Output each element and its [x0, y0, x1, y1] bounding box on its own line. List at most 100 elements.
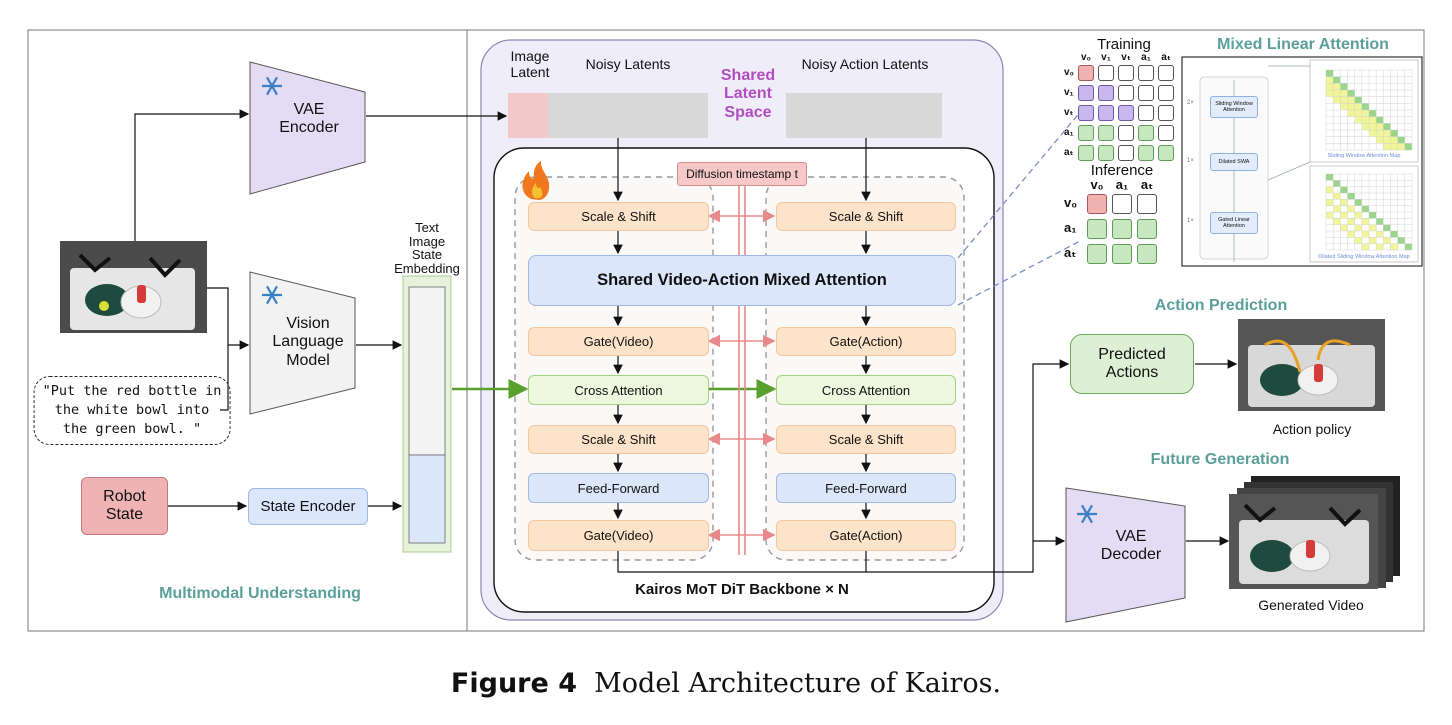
attention-map-cell: [1361, 218, 1369, 225]
mask-cell: [1158, 85, 1174, 101]
attention-map-cell: [1326, 90, 1334, 97]
attention-map-cell: [1376, 218, 1384, 225]
mask-cell: [1158, 125, 1174, 141]
attention-map-cell: [1383, 123, 1391, 130]
mask-row-label: aₜ: [1064, 147, 1074, 158]
attention-map-cell: [1340, 83, 1348, 90]
mask-cell: [1098, 65, 1114, 81]
mask-col-label: a₁: [1141, 52, 1151, 63]
mask-cell: [1098, 85, 1114, 101]
mask-cell: [1098, 145, 1114, 161]
attention-map-cell: [1390, 136, 1398, 144]
image-latent-bar: [508, 93, 548, 138]
mask-cell: [1118, 125, 1134, 141]
mla-multiplier-1: 2×: [1187, 100, 1194, 106]
mask-cell: [1118, 65, 1134, 81]
embedding-label: Text Image State Embedding: [394, 220, 460, 276]
generated-video-stack: [1229, 476, 1400, 589]
attention-map-cell: [1369, 212, 1377, 219]
attention-map-cell: [1404, 143, 1412, 150]
attention-map-cell: [1347, 231, 1355, 238]
mask-cell: [1087, 244, 1107, 264]
noisy-action-bar: [786, 93, 942, 138]
dilated-sliding-window-map: [1325, 173, 1413, 251]
mask-cell: [1137, 194, 1157, 214]
multimodal-section-label: Multimodal Understanding: [159, 585, 361, 602]
mask-cell: [1158, 145, 1174, 161]
attention-map-cell: [1347, 193, 1355, 200]
mla-map1-caption: Sliding Window Attention Map: [1327, 153, 1401, 159]
attention-map-cell: [1340, 212, 1348, 219]
attention-map-cell: [1369, 237, 1377, 244]
generated-video-label: Generated Video: [1258, 597, 1364, 613]
attention-map-cell: [1354, 224, 1362, 231]
state-encoder-box: State Encoder: [248, 488, 368, 525]
action-gate-2: Gate(Action): [776, 520, 956, 551]
fire-icon: [522, 161, 550, 200]
video-gate-2: Gate(Video): [528, 520, 709, 551]
attention-map-cell: [1361, 123, 1369, 130]
attention-map-cell: [1390, 130, 1398, 137]
action-policy-label: Action policy: [1272, 421, 1352, 437]
mask-cell: [1078, 65, 1094, 81]
attention-map-cell: [1326, 212, 1334, 219]
attention-map-cell: [1340, 96, 1348, 104]
attention-map-cell: [1354, 103, 1362, 110]
attention-map-cell: [1333, 96, 1341, 104]
action-policy-image: [1238, 319, 1385, 411]
attention-map-cell: [1361, 116, 1369, 124]
action-prediction-title: Action Prediction: [1154, 297, 1288, 314]
mask-cell: [1138, 85, 1154, 101]
mla-gated-linear-block: Gated Linear Attention: [1210, 212, 1258, 234]
attention-map-cell: [1333, 205, 1341, 212]
predicted-actions-box: Predicted Actions: [1070, 334, 1194, 394]
noisy-latents-bar: [548, 93, 708, 138]
training-title: Training: [1097, 36, 1151, 53]
robot-state-label: Robot State: [103, 488, 146, 523]
attention-map-cell: [1383, 224, 1391, 231]
image-latent-label: Image Latent: [510, 48, 550, 81]
snowflake-icon: [262, 76, 282, 96]
attention-map-cell: [1354, 199, 1362, 206]
mask-cell: [1078, 85, 1094, 101]
mask-cell: [1158, 65, 1174, 81]
attention-map-cell: [1361, 103, 1369, 110]
vae-encoder-shape: [249, 61, 366, 195]
vae-decoder-label: VAE Decoder: [1100, 528, 1162, 564]
figure-caption: Figure 4 Model Architecture of Kairos.: [451, 668, 1001, 699]
mask-col-label: vₜ: [1121, 52, 1131, 63]
attention-map-cell: [1397, 237, 1405, 244]
attention-map-cell: [1383, 237, 1391, 244]
vlm-label: Vision Language Model: [272, 315, 344, 369]
attention-map-cell: [1369, 224, 1377, 231]
action-scale-shift-2: Scale & Shift: [776, 425, 956, 454]
action-scale-shift-1: Scale & Shift: [776, 202, 956, 231]
mask-cell: [1118, 105, 1134, 121]
attention-map-cell: [1347, 205, 1355, 212]
mask-cell: [1078, 145, 1094, 161]
attention-map-cell: [1340, 199, 1348, 206]
mask-cell: [1118, 145, 1134, 161]
attention-map-cell: [1326, 174, 1334, 181]
arrow-backbone-out: [617, 359, 1070, 573]
mask-cell: [1112, 194, 1132, 214]
mask-cell: [1078, 125, 1094, 141]
mask-row-label: v₀: [1064, 195, 1078, 211]
future-generation-title: Future Generation: [1150, 451, 1290, 468]
attention-map-cell: [1333, 193, 1341, 200]
mask-cell: [1098, 105, 1114, 121]
video-gate-1: Gate(Video): [528, 327, 709, 356]
attention-map-cell: [1333, 83, 1341, 90]
vae-encoder-label: VAE Encoder: [279, 101, 339, 137]
mask-col-label: aₜ: [1140, 177, 1154, 192]
mask-cell: [1087, 219, 1107, 239]
attention-map-cell: [1340, 103, 1348, 110]
attention-map-cell: [1390, 143, 1398, 150]
attention-map-cell: [1347, 103, 1355, 110]
mask-row-label: v₁: [1064, 87, 1074, 98]
noisy-latents-label: Noisy Latents: [585, 56, 671, 72]
attention-map-cell: [1326, 83, 1334, 90]
attention-map-cell: [1376, 231, 1384, 238]
observation-image: [60, 241, 207, 333]
